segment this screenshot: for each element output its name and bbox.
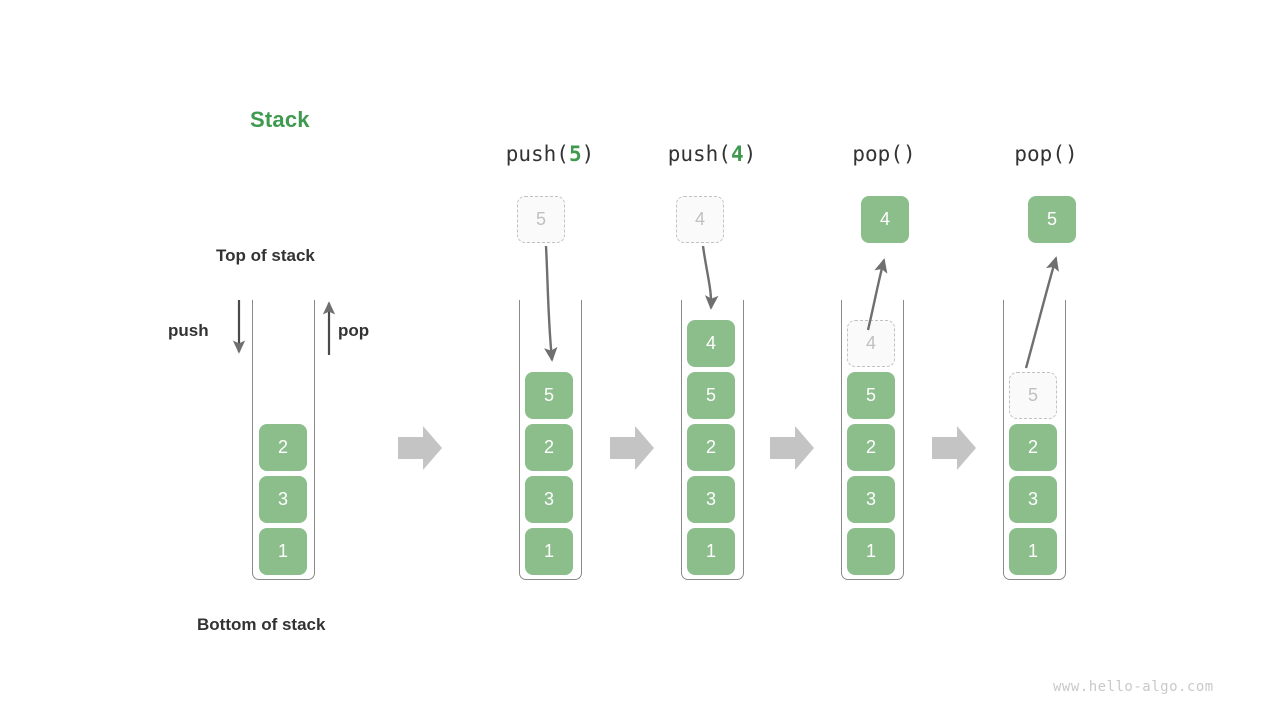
top-of-stack-label: Top of stack [216,246,315,265]
stack-box: 5 [687,372,735,419]
stack-box: 3 [847,476,895,523]
stack-box: 1 [525,528,573,575]
stack-box: 3 [259,476,307,523]
stack-box: 2 [1009,424,1057,471]
stack-box: 3 [687,476,735,523]
stack-box: 2 [847,424,895,471]
popped-value-box: 4 [861,196,909,243]
stack-box: 1 [847,528,895,575]
operation-label-push-5: push(5) [450,142,650,166]
pop-label: pop [338,321,370,340]
floating-ghost-box: 4 [676,196,724,243]
stack-box: 1 [1009,528,1057,575]
op-paren-close: ) [581,142,595,166]
operation-label-pop-2: pop() [946,142,1146,166]
stack-box: 2 [525,424,573,471]
op-arg: 4 [730,142,744,166]
op-name: pop [852,142,891,166]
op-paren-open: ( [1052,142,1065,166]
push-label: push [168,321,209,340]
stack-box: 3 [525,476,573,523]
op-paren-open: ( [890,142,903,166]
bottom-of-stack-label: Bottom of stack [197,615,326,634]
stack-box: 4 [687,320,735,367]
floating-ghost-box: 5 [517,196,565,243]
operation-label-pop-1: pop() [784,142,984,166]
stack-ghost-box: 4 [847,320,895,367]
stack-box: 2 [259,424,307,471]
flow-arrow-1 [398,426,442,470]
stack-container [681,300,744,580]
stack-container [1003,300,1066,580]
page-title: Stack [250,107,310,132]
operation-label-push-4: push(4) [612,142,812,166]
op-name: push [667,142,719,166]
op-name: pop [1014,142,1053,166]
stack-box: 2 [687,424,735,471]
stack-ghost-box: 5 [1009,372,1057,419]
flow-arrow-3 [770,426,814,470]
push-4-motion-arrow [701,245,719,310]
op-name: push [505,142,557,166]
stack-box: 1 [687,528,735,575]
stack-box: 5 [525,372,573,419]
op-paren-open: ( [556,142,569,166]
popped-value-box: 5 [1028,196,1076,243]
stack-box: 3 [1009,476,1057,523]
op-paren-close: ) [902,142,916,166]
stack-box: 1 [259,528,307,575]
watermark: www.hello-algo.com [1053,679,1214,695]
stack-container [252,300,315,580]
stack-box: 5 [847,372,895,419]
op-paren-close: ) [1064,142,1078,166]
stack-container [519,300,582,580]
op-paren-open: ( [718,142,731,166]
flow-arrow-4 [932,426,976,470]
flow-arrow-2 [610,426,654,470]
stack-container [841,300,904,580]
op-paren-close: ) [743,142,757,166]
op-arg: 5 [568,142,582,166]
